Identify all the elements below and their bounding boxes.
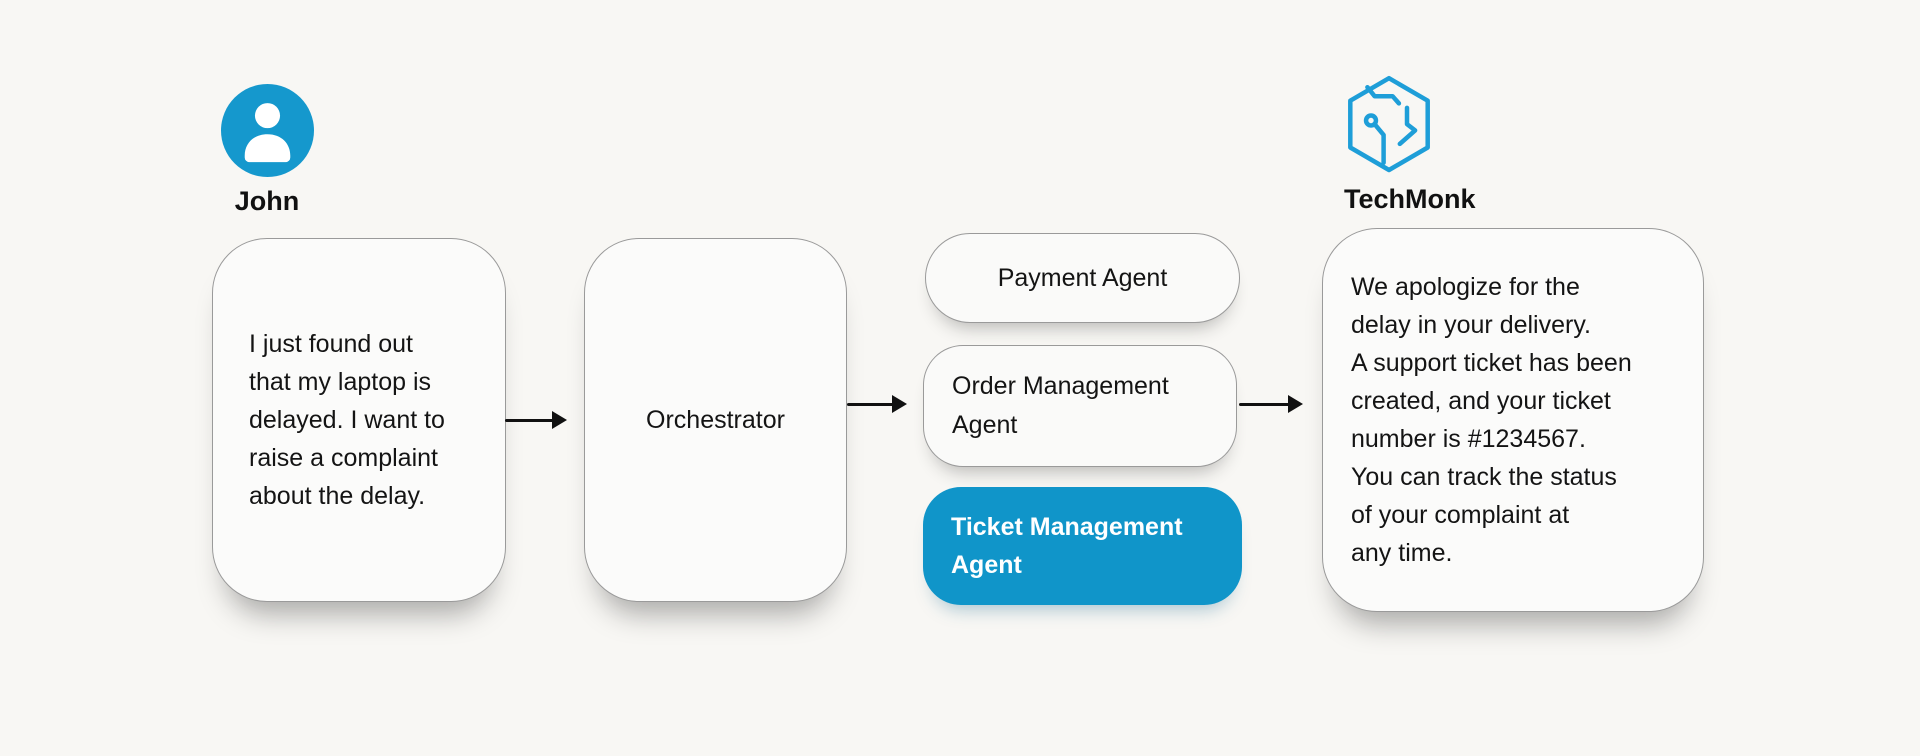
arrow-user-to-orchestrator-icon [505,411,567,429]
techmonk-logo-icon [1344,74,1434,176]
arrow-orchestrator-to-agents-icon [847,395,907,413]
user-message-bubble: I just found out that my laptop is delay… [212,238,506,602]
orchestrator-box: Orchestrator [584,238,847,602]
response-message-text: We apologize for the delay in your deliv… [1351,273,1632,567]
user-avatar [221,84,314,177]
agent-pill-order-management: Order Management Agent [923,345,1237,467]
agent-pill-ticket-management-active: Ticket Management Agent [923,487,1242,605]
agent-pill-payment: Payment Agent [925,233,1240,323]
response-message-bubble: We apologize for the delay in your deliv… [1322,228,1704,612]
company-name-label: TechMonk [1344,183,1476,214]
user-message-text: I just found out that my laptop is delay… [249,330,445,510]
orchestrator-label: Orchestrator [646,406,785,434]
user-name-label: John [234,185,300,216]
person-icon [221,84,314,177]
arrow-agents-to-response-icon [1239,395,1303,413]
